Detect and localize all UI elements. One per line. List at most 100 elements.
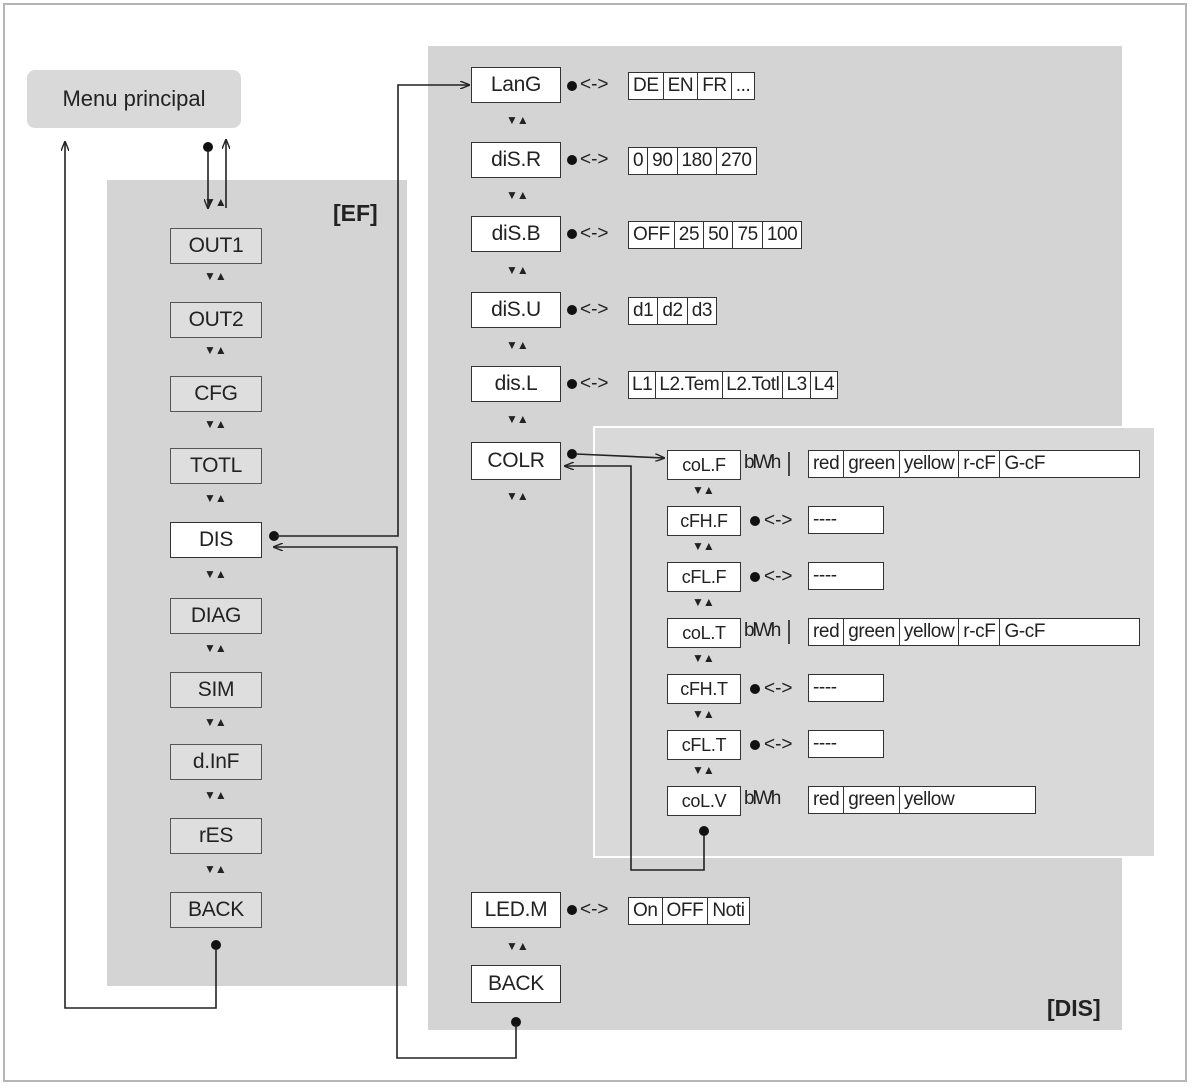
nav-arrows-icon: ▼▲	[204, 715, 227, 729]
colv-prefix[interactable]: blWh	[744, 788, 781, 809]
option-g-cf[interactable]: G-cF	[1004, 621, 1046, 642]
dis-item-label: COLR	[487, 449, 545, 472]
colr-item-label: cFH.T	[680, 678, 728, 699]
dis-item-lang[interactable]: LanG	[471, 67, 561, 103]
dis-item-disl[interactable]: dis.L	[471, 366, 561, 402]
nav-arrows-icon: ▼▲	[692, 763, 715, 777]
dis-item-disb[interactable]: diS.B	[471, 216, 561, 252]
option-50[interactable]: 50	[704, 222, 734, 248]
line-colr-to-colf	[575, 453, 664, 458]
colr-item-cflf[interactable]: cFL.F	[667, 562, 741, 592]
colt-prefix[interactable]: blWh	[744, 620, 781, 641]
ef-item-diag[interactable]: DIAG	[170, 598, 262, 634]
option-off[interactable]: OFF	[663, 898, 709, 924]
option-value[interactable]: ----	[813, 733, 837, 754]
ef-item-res[interactable]: rES	[170, 818, 262, 854]
bidirectional-arrow-icon: <->	[580, 149, 609, 170]
colr-item-cfhf[interactable]: cFH.F	[667, 506, 741, 536]
option-d2[interactable]: d2	[658, 298, 688, 324]
main-menu-label: Menu principal	[62, 86, 206, 111]
option-green[interactable]: green	[844, 619, 900, 645]
dis-item-ledm[interactable]: LED.M	[471, 892, 561, 928]
option-more[interactable]: ...	[735, 75, 751, 96]
option-r-cf[interactable]: r-cF	[959, 619, 1001, 645]
dis-item-label: BACK	[488, 972, 544, 995]
option-value[interactable]: ----	[813, 677, 837, 698]
option-l2-tem[interactable]: L2.Tem	[656, 372, 724, 398]
nav-arrows-icon: ▼▲	[692, 539, 715, 553]
disr-options: 0 90 180 270	[628, 147, 757, 175]
ef-item-out1[interactable]: OUT1	[170, 228, 262, 264]
nav-arrows-icon: ▼▲	[506, 412, 529, 426]
option-0[interactable]: 0	[629, 148, 649, 174]
entry-dot-icon	[567, 905, 577, 915]
dis-item-label: LED.M	[484, 898, 548, 921]
option-180[interactable]: 180	[678, 148, 718, 174]
ef-item-back[interactable]: BACK	[170, 892, 262, 928]
option-off[interactable]: OFF	[629, 222, 675, 248]
colr-item-label: coL.V	[681, 790, 727, 811]
option-noti[interactable]: Noti	[712, 900, 745, 921]
colr-item-cfht[interactable]: cFH.T	[667, 674, 741, 704]
disl-options: L1 L2.Tem L2.Totl L3 L4	[628, 371, 839, 399]
disu-options: d1 d2 d3	[628, 297, 718, 325]
ef-item-totl[interactable]: TOTL	[170, 448, 262, 484]
dis-item-back[interactable]: BACK	[471, 965, 561, 1003]
disb-options: OFF 25 50 75 100	[628, 221, 803, 249]
dis-item-label: LanG	[490, 73, 542, 96]
colr-item-cflt[interactable]: cFL.T	[667, 730, 741, 760]
option-value[interactable]: ----	[813, 565, 837, 586]
option-75[interactable]: 75	[733, 222, 763, 248]
cfhf-options: ----	[808, 506, 884, 534]
option-en[interactable]: EN	[664, 73, 699, 99]
dis-item-disu[interactable]: diS.U	[471, 292, 561, 328]
bidirectional-arrow-icon: <->	[764, 734, 793, 755]
option-l3[interactable]: L3	[783, 372, 811, 398]
ef-item-sim[interactable]: SIM	[170, 672, 262, 708]
option-green[interactable]: green	[844, 787, 900, 813]
ef-item-label: TOTL	[189, 454, 243, 477]
ef-item-label: d.InF	[192, 750, 240, 773]
option-value[interactable]: ----	[813, 509, 837, 530]
option-d3[interactable]: d3	[691, 300, 713, 321]
dis-item-colr[interactable]: COLR	[471, 442, 561, 480]
ef-item-dinf[interactable]: d.InF	[170, 744, 262, 780]
nav-arrows-icon: ▼▲	[204, 269, 227, 283]
option-de[interactable]: DE	[629, 73, 664, 99]
entry-dot-icon	[567, 229, 577, 239]
option-g-cf[interactable]: G-cF	[1004, 453, 1046, 474]
colr-item-colv[interactable]: coL.V	[667, 786, 741, 816]
colr-item-colt[interactable]: coL.T	[667, 618, 741, 648]
ef-item-dis[interactable]: DIS	[170, 522, 262, 558]
option-yellow[interactable]: yellow	[903, 789, 955, 810]
dis-item-label: dis.L	[494, 372, 538, 395]
option-90[interactable]: 90	[648, 148, 678, 174]
option-270[interactable]: 270	[721, 150, 752, 171]
option-red[interactable]: red	[809, 619, 845, 645]
entry-dot-icon	[269, 531, 279, 541]
option-red[interactable]: red	[809, 451, 845, 477]
option-100[interactable]: 100	[766, 224, 798, 245]
option-yellow[interactable]: yellow	[900, 451, 960, 477]
nav-arrows-icon: ▼▲	[204, 417, 227, 431]
line-colv-to-colr	[565, 466, 705, 871]
line-ef-back	[65, 142, 217, 1009]
colf-prefix[interactable]: blWh	[744, 452, 781, 473]
dis-item-disr[interactable]: diS.R	[471, 142, 561, 178]
ef-item-cfg[interactable]: CFG	[170, 376, 262, 412]
colr-item-colf[interactable]: coL.F	[667, 450, 741, 480]
option-fr[interactable]: FR	[698, 73, 732, 99]
option-d1[interactable]: d1	[629, 298, 659, 324]
option-25[interactable]: 25	[675, 222, 705, 248]
option-green[interactable]: green	[844, 451, 900, 477]
option-r-cf[interactable]: r-cF	[959, 451, 1001, 477]
option-l1[interactable]: L1	[629, 372, 657, 398]
option-l4[interactable]: L4	[813, 374, 835, 395]
option-yellow[interactable]: yellow	[900, 619, 960, 645]
option-red[interactable]: red	[809, 787, 845, 813]
option-l2-totl[interactable]: L2.Totl	[723, 372, 784, 398]
main-menu-box[interactable]: Menu principal	[27, 70, 241, 128]
option-on[interactable]: On	[629, 898, 663, 924]
nav-arrows-icon: ▼▲	[506, 188, 529, 202]
ef-item-out2[interactable]: OUT2	[170, 302, 262, 338]
